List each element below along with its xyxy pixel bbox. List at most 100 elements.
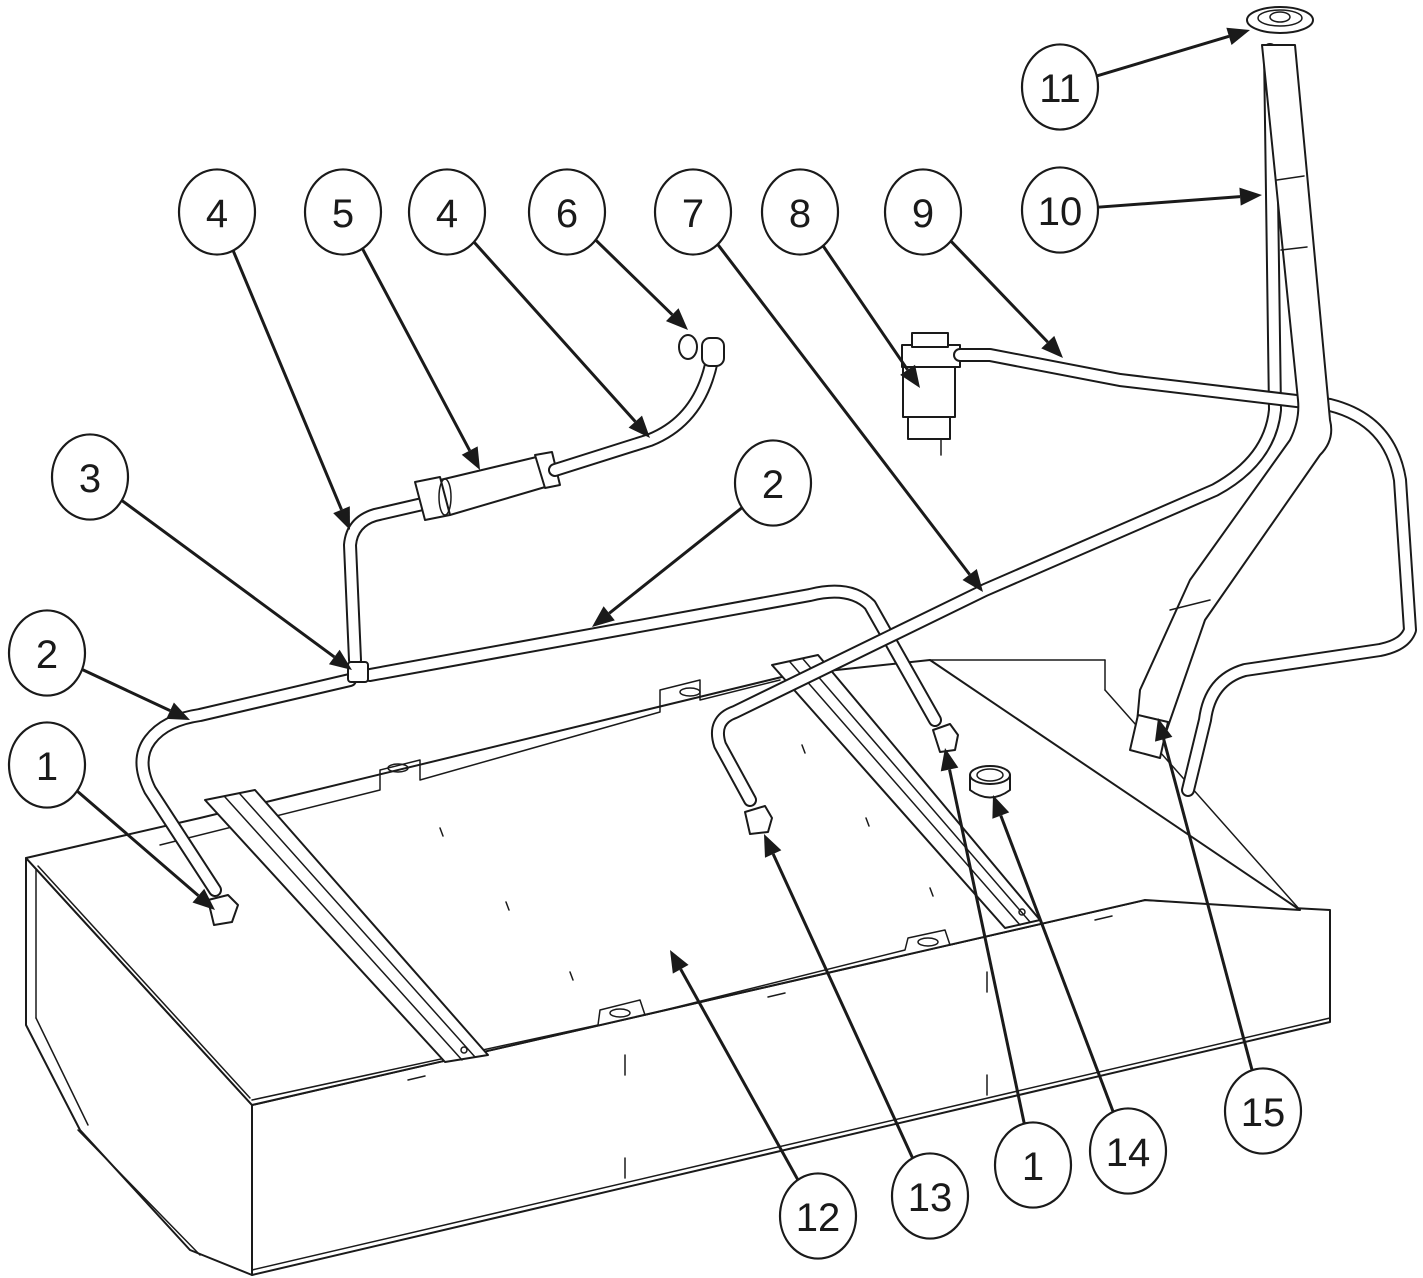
callout-bubble [733,439,813,527]
callout-return-line: 7 [653,168,983,592]
arrowhead-icon [665,308,688,330]
callout-filler-inlet: 15 [1154,718,1303,1155]
callout-number: 15 [1241,1091,1286,1135]
callout-bubble [303,168,383,256]
callout-hose-clip: 6 [527,168,688,330]
hose-left-of-filter [343,493,447,667]
leader-line [1095,34,1230,78]
callout-number: 4 [206,192,228,236]
callout-filler-neck-hose: 10 [1020,166,1262,254]
callout-number: 9 [912,192,934,236]
fuel-line-top [363,584,942,727]
return-line [710,43,1282,807]
leader-line [1162,738,1255,1075]
callout-bubble [50,433,130,521]
callout-number: 10 [1038,190,1083,234]
callout-fuel-tank: 12 [670,950,858,1260]
callout-fitting-right: 1 [940,748,1073,1209]
vent-line [953,348,1417,797]
callout-bubble [1020,43,1100,131]
callout-number: 5 [332,192,354,236]
arrowhead-icon [328,649,352,670]
leader-line [80,667,171,713]
arrowhead-icon [166,702,190,720]
arrowhead-icon [1041,335,1063,358]
callout-number: 8 [789,192,811,236]
arrowhead-icon [992,795,1010,819]
leader-line [820,242,909,371]
arrowhead-icon [592,606,615,627]
callout-bubble [653,168,733,256]
callout-number: 14 [1106,1131,1151,1175]
fitting-right [932,723,959,753]
arrowhead-icon [962,569,983,592]
callout-bubble [778,1172,858,1260]
callout-number: 12 [796,1196,841,1240]
callout-vent-line: 9 [883,168,1063,358]
fitting-elbow [744,805,773,835]
callout-fitting-elbow: 13 [764,834,970,1240]
filler-cap [1246,6,1314,34]
leader-line [74,788,200,897]
arrowhead-icon [333,506,350,530]
leader-line [948,238,1049,344]
callout-number: 2 [762,463,784,507]
callout-tee-connector: 3 [50,433,352,670]
leader-line [679,968,801,1184]
arrowhead-icon [1226,27,1250,45]
callout-bubble [1223,1067,1303,1155]
callout-number: 4 [436,192,458,236]
callout-inline-filter: 5 [303,168,480,470]
callout-bubble [1020,166,1100,254]
arrowhead-icon [670,950,689,974]
arrowhead-icon [1239,187,1262,206]
callout-number: 1 [36,745,58,789]
callout-fuel-line-left: 2 [7,609,190,720]
tee-connector [347,661,369,683]
callout-fuel-line-top: 2 [592,439,813,627]
callout-bubble [993,1121,1073,1209]
sender-port [969,765,1011,799]
callout-bubble [890,1152,970,1240]
callout-number: 3 [79,457,101,501]
callout-bubble [760,168,840,256]
callout-number: 1 [1022,1145,1044,1189]
leader-line [119,498,336,659]
tank-strap-left [204,789,489,1063]
leader-line [230,246,343,511]
callout-water-separator: 8 [760,168,920,388]
callout-bubble [7,609,87,697]
leader-line [608,505,745,615]
leader-line [948,769,1027,1129]
callout-number: 11 [1039,67,1081,111]
arrowhead-icon [900,364,920,388]
callout-bubble [177,168,257,256]
callout-number: 6 [556,192,578,236]
callout-number: 13 [908,1176,953,1220]
leader-line [1097,195,1241,209]
arrowhead-icon [1154,718,1173,742]
leader-line [714,241,971,576]
leader-line [471,239,637,423]
callout-filler-cap: 11 [1020,27,1250,131]
arrowhead-icon [940,748,959,772]
callout-bubble [883,168,963,256]
callout-hose-left-of-filter: 4 [177,168,350,530]
leader-line [359,244,472,452]
leader-line [771,853,916,1163]
arrowhead-icon [764,834,782,858]
leader-line [999,815,1116,1117]
callout-bubble [407,168,487,256]
inline-filter [414,451,561,521]
callout-sender-port: 14 [992,795,1168,1195]
callout-bubble [7,721,87,809]
callout-hose-right-of-filter: 4 [407,168,650,438]
callout-number: 2 [36,633,58,677]
hose-clip [678,334,725,367]
arrowhead-icon [628,415,650,438]
water-separator [901,332,961,456]
fitting-left [207,894,239,926]
arrowhead-icon [192,888,215,910]
